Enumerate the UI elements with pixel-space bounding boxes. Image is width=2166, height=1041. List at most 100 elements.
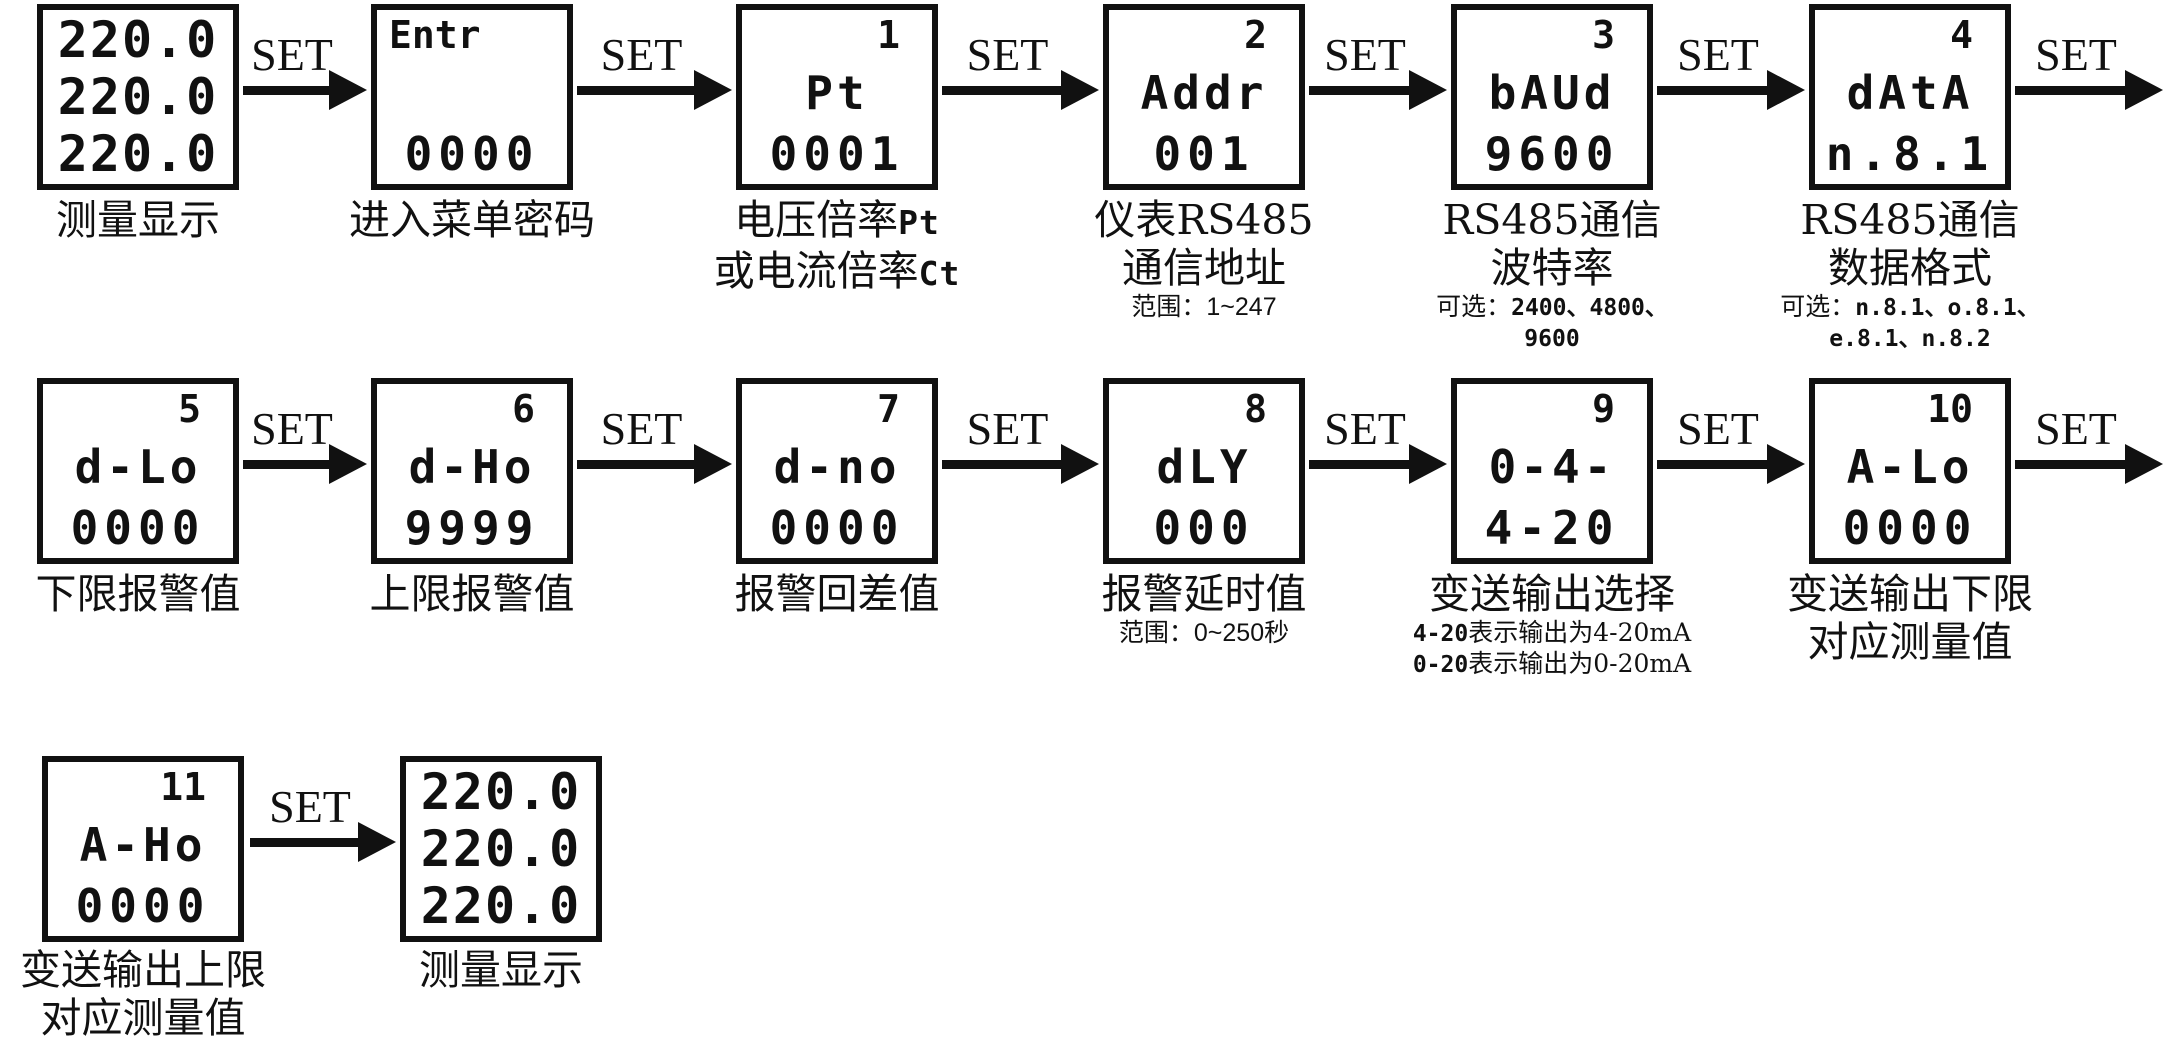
menu-name: dLY <box>1156 440 1252 494</box>
arrow-line <box>2015 86 2137 95</box>
caption-fine: 可选：n.8.1、o.8.1、 <box>1750 292 2070 323</box>
menu-name: d-Lo <box>74 440 202 494</box>
caption-line: 或电流倍率Ct <box>677 247 997 298</box>
set-arrow: SET <box>1309 376 1447 484</box>
caption-line: 报警延时值 <box>1101 570 1307 618</box>
lcd-blank-row <box>381 67 563 121</box>
menu-name: d-Ho <box>408 440 536 494</box>
menu-index: 9 <box>1592 387 1615 431</box>
step-box-baud-rate: 3 bAUd 9600 <box>1451 4 1653 190</box>
step-box-rs485-address: 2 Addr 001 <box>1103 4 1305 190</box>
step-caption-measure-end: 测量显示 <box>341 946 661 994</box>
lcd-line-2: 220.0 <box>57 68 219 126</box>
set-label: SET <box>600 29 683 80</box>
lcd-line-1: 220.0 <box>57 11 219 69</box>
caption-line: 下限报警值 <box>35 570 241 618</box>
arrow-head-icon <box>1767 444 1805 484</box>
set-arrow: SET <box>2015 376 2163 484</box>
arrow-line <box>243 460 341 469</box>
step-box-alarm-hysteresis: 7 d-no 0000 <box>736 378 938 564</box>
arrow-head-icon <box>2125 70 2163 110</box>
set-label: SET <box>1324 403 1406 454</box>
caption-line: 数据格式 <box>1828 244 1992 292</box>
arrow-head-icon <box>694 70 732 110</box>
arrow-line <box>1657 86 1779 95</box>
set-label: SET <box>2035 29 2117 80</box>
caption-fine: 可选：2400、4800、 <box>1392 292 1712 323</box>
menu-name: d-no <box>773 440 901 494</box>
caption-line: 变送输出下限 <box>1787 570 2033 618</box>
caption-fine: 0-20表示输出为0-20mA <box>1380 649 1724 680</box>
arrow-line <box>577 86 706 95</box>
arrow-head-icon <box>1061 444 1099 484</box>
lcd-line-2: 220.0 <box>420 820 582 878</box>
menu-value: 000 <box>1153 501 1255 555</box>
set-arrow: SET <box>942 2 1099 110</box>
caption-line: 通信地址 <box>1122 244 1286 292</box>
menu-name: Pt <box>805 66 869 120</box>
arrow-line <box>243 86 341 95</box>
set-label: SET <box>269 781 351 832</box>
caption-line: RS485通信 <box>1800 196 2020 244</box>
menu-index: 7 <box>877 387 900 431</box>
arrow-line <box>250 838 370 847</box>
caption-line: 上限报警值 <box>369 570 575 618</box>
set-label: SET <box>2035 403 2117 454</box>
menu-name: Entr <box>389 13 481 57</box>
step-caption-baud-rate: RS485通信 波特率 可选：2400、4800、 9600 <box>1392 196 1712 354</box>
caption-fine-value: 9600 <box>1524 326 1580 352</box>
caption-line: 对应测量值 <box>1807 618 2013 666</box>
caption-fine-value: e.8.1、n.8.2 <box>1829 326 1991 352</box>
menu-name: bAUd <box>1488 66 1616 120</box>
menu-value: 0000 <box>75 879 211 933</box>
caption-fine-label: 可选： <box>1436 292 1512 321</box>
caption-fine-seg: 0-20 <box>1412 652 1469 678</box>
caption-fine-label: 可选： <box>1780 292 1856 321</box>
menu-name: 0-4- <box>1488 440 1616 494</box>
step-caption-low-alarm: 下限报警值 <box>0 570 298 618</box>
menu-index: 10 <box>1927 387 1973 431</box>
caption-fine-label: 范围： <box>1131 292 1207 321</box>
set-label: SET <box>1677 29 1759 80</box>
set-label: SET <box>251 29 333 80</box>
caption-line: 电压倍率Pt <box>677 196 997 247</box>
menu-index: 8 <box>1244 387 1267 431</box>
lcd-line-1: 220.0 <box>420 763 582 821</box>
step-caption-pt-ct-ratio: 电压倍率Pt 或电流倍率Ct <box>677 196 997 298</box>
menu-index: 2 <box>1244 13 1267 57</box>
step-caption-output-low: 变送输出下限 对应测量值 <box>1750 570 2070 666</box>
caption-line: 进入菜单密码 <box>349 196 595 244</box>
step-box-alarm-delay: 8 dLY 000 <box>1103 378 1305 564</box>
caption-fine: 范围：1~247 <box>1044 292 1364 322</box>
caption-fine: e.8.1、n.8.2 <box>1750 323 2070 354</box>
caption-fine-value: 0~250秒 <box>1193 619 1290 647</box>
caption-fine: 范围：0~250秒 <box>1044 618 1364 648</box>
caption-fine: 9600 <box>1392 323 1712 354</box>
caption-fine-label: 范围： <box>1118 618 1194 647</box>
caption-seg-text: Ct <box>918 254 961 293</box>
set-arrow: SET <box>577 376 732 484</box>
menu-value: 0000 <box>404 127 540 181</box>
caption-line: 变送输出选择 <box>1429 570 1675 618</box>
set-arrow: SET <box>250 754 396 862</box>
menu-value: 0000 <box>769 501 905 555</box>
menu-value: 9600 <box>1484 127 1620 181</box>
caption-fine-text: 表示输出为4-20mA <box>1468 618 1692 647</box>
set-arrow: SET <box>942 376 1099 484</box>
arrow-line <box>1309 86 1421 95</box>
menu-value: 001 <box>1153 127 1255 181</box>
step-box-measure-start: 220.0 220.0 220.0 <box>37 4 239 190</box>
step-caption-alarm-hysteresis: 报警回差值 <box>677 570 997 618</box>
set-label: SET <box>1324 29 1406 80</box>
set-arrow: SET <box>243 376 367 484</box>
step-box-output-low: 10 A-Lo 0000 <box>1809 378 2011 564</box>
caption-line: 对应测量值 <box>40 994 246 1041</box>
arrow-line <box>942 86 1073 95</box>
menu-index: 4 <box>1950 13 1973 57</box>
menu-name: dAtA <box>1846 66 1974 120</box>
menu-value: n.8.1 <box>1825 127 1995 181</box>
arrow-head-icon <box>329 444 367 484</box>
caption-fine-seg: 4-20 <box>1412 621 1469 647</box>
arrow-line <box>1309 460 1421 469</box>
step-box-measure-end: 220.0 220.0 220.0 <box>400 756 602 942</box>
